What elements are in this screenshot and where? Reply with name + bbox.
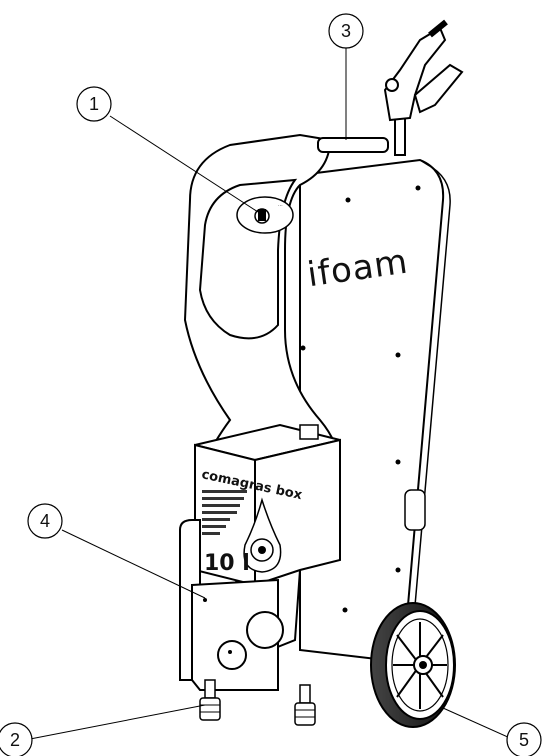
callout-2: 2 [0,722,33,756]
leader-line-2 [24,704,206,741]
rear-wheel [370,602,456,728]
svg-text:5: 5 [519,730,529,750]
lower-access-panel [179,519,284,691]
leader-line-4 [61,529,206,599]
frame-screws [300,185,421,613]
support-feet [199,679,316,726]
box-volume: 10 l [204,551,250,576]
spray-gun-nozzle [383,19,464,156]
svg-text:3: 3 [341,21,351,41]
svg-text:4: 4 [40,511,50,531]
callout-1: 1 [76,86,112,122]
svg-text:...: ... [278,202,283,208]
rear-frame-panel [299,158,445,662]
box-fine-print [202,490,247,535]
leader-line-1 [109,115,259,213]
leader-lines [24,48,511,741]
side-bracket [404,489,426,531]
svg-text:2: 2 [10,730,20,750]
top-handle-bar [317,137,389,153]
callout-3: 3 [328,13,364,49]
svg-text:1: 1 [89,94,99,114]
rear-frame-edge [405,159,451,641]
callout-5: 5 [506,722,542,756]
leader-line-5 [442,707,511,739]
callout-4: 4 [27,503,63,539]
control-dial: ... [236,196,294,234]
chemical-tank-box: comagras box 10 l [194,423,341,587]
